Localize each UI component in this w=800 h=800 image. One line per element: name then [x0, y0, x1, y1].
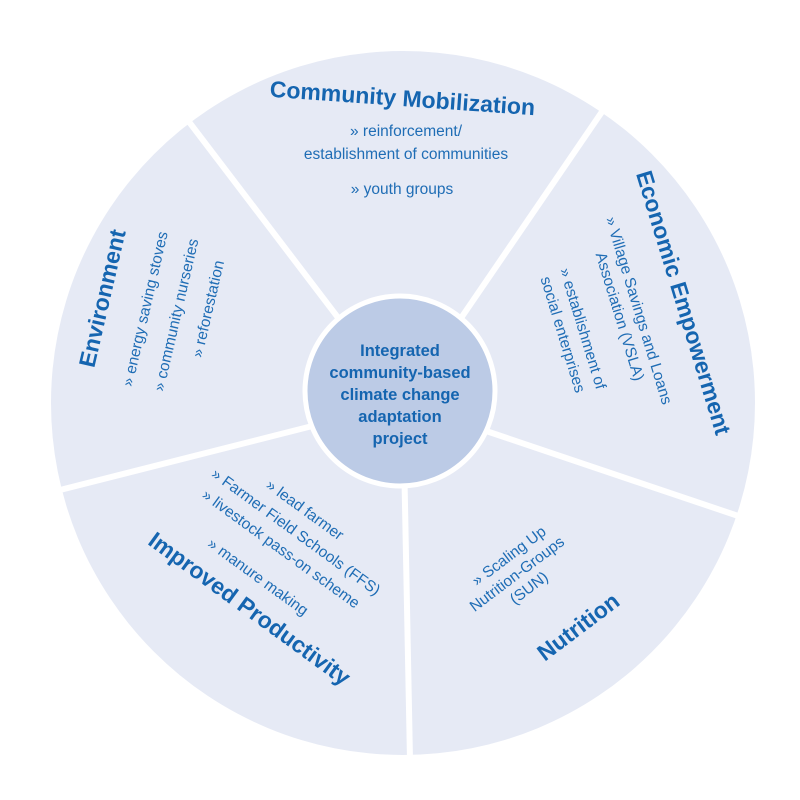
center-label-line: adaptation [358, 408, 441, 426]
center-label-line: climate change [340, 386, 459, 404]
community-mobilization-item: » youth groups [351, 181, 454, 198]
center-label-line: project [372, 430, 428, 448]
hub-circle [302, 293, 498, 489]
segment-dividers [59, 98, 766, 761]
center-label-line: community-based [329, 364, 470, 382]
community-mobilization-item: establishment of communities [304, 146, 508, 163]
center-hub: Integrated community-based climate chang… [302, 293, 498, 489]
community-mobilization-item: » reinforcement/ [350, 123, 463, 140]
center-label-line: Integrated [360, 342, 440, 360]
